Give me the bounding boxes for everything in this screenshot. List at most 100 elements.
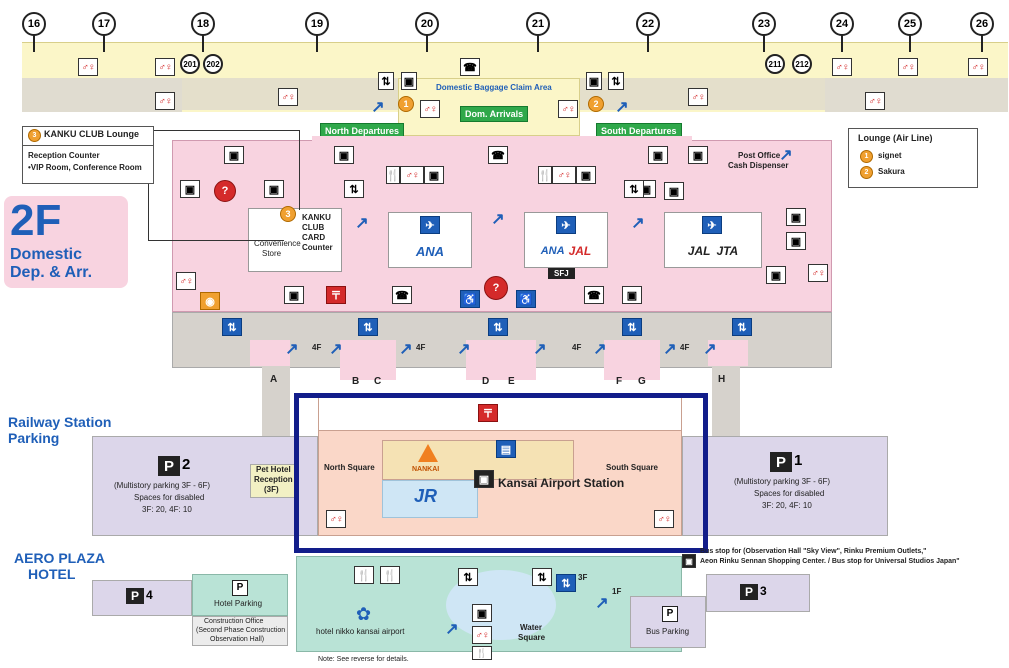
kanku-legend-badge: 3 (28, 129, 41, 142)
parking-2-line3: 3F: 20, 4F: 10 (142, 505, 192, 514)
escalator-icon: ↗ (329, 341, 343, 358)
escalator-icon: ↗ (285, 341, 299, 358)
bus-stop-label-1: Bus stop for (Observation Hall "Sky View… (700, 548, 927, 555)
south-square-label: South Square (606, 463, 659, 472)
kanku-card-label-4: Counter (302, 243, 333, 252)
hotel-parking-label: Hotel Parking (214, 599, 263, 608)
shop-icon: ▣ (284, 286, 304, 304)
post-office-label-2: Cash Dispenser (728, 161, 789, 170)
escalator-icon: ↗ (355, 215, 369, 232)
walkway-bridge-fg (604, 340, 660, 380)
floor-4f-label: 4F (680, 343, 690, 352)
floor-subtitle-line2: Dep. & Arr. (10, 264, 93, 281)
floor-4f-label: 4F (572, 343, 582, 352)
gate-26: 26 (970, 12, 994, 36)
escalator-icon: ↗ (457, 341, 471, 358)
parking-1-line3: 3F: 20, 4F: 10 (762, 501, 812, 510)
restroom-icon: ♂♀ (968, 58, 988, 76)
floor-subtitle-line1: Domestic (10, 246, 83, 263)
information-icon: ? (214, 180, 236, 202)
counter-icon: ✈ (556, 216, 576, 234)
railway-parking-title-1: Railway Station (8, 414, 112, 430)
walkway-bridge-h (708, 340, 748, 366)
construction-office (192, 616, 288, 646)
convenience-store-label-1: Convenience (254, 239, 301, 248)
gate-wing-right-tail (825, 78, 1008, 112)
walkway-stem-a (262, 366, 290, 436)
lounge-legend-item-1: signet (878, 151, 902, 160)
elevator-icon: ⇅ (458, 568, 478, 586)
floor-number: 2F (10, 196, 62, 245)
restroom-icon: ♂♀ (326, 510, 346, 528)
legend-leader-line (154, 130, 300, 131)
walkway-letter-b: B (352, 376, 360, 387)
post-office-label-1: Post Office (738, 151, 781, 160)
bus-parking-label: Bus Parking (646, 627, 690, 636)
shop-icon: ▣ (224, 146, 244, 164)
gate-16: 16 (22, 12, 46, 36)
kanku-lounge-marker: 3 (280, 206, 296, 222)
nursing-room-icon: ◉ (200, 292, 220, 310)
shop-icon: ▣ (180, 180, 200, 198)
kanku-club-legend (22, 126, 154, 184)
restroom-icon: ♂♀ (898, 58, 918, 76)
escalator-icon: ↗ (533, 341, 547, 358)
parking-2-number: 2 (182, 456, 191, 473)
ana-logo-2: ANA (540, 245, 565, 257)
escalator-icon: ↗ (595, 595, 609, 612)
escalator-icon: ↗ (779, 147, 793, 164)
shop-icon: ▣ (786, 208, 806, 226)
skymark-badge: SFJ (548, 268, 575, 279)
gate-20: 20 (415, 12, 439, 36)
gate-21: 21 (526, 12, 550, 36)
restroom-icon: ♂♀ (420, 100, 440, 118)
walkway-letter-e: E (508, 376, 515, 387)
floor-4f-label: 4F (416, 343, 426, 352)
counter-icon: ✈ (420, 216, 440, 234)
escalator-icon: ↗ (631, 215, 645, 232)
restroom-icon: ♂♀ (155, 58, 175, 76)
shop-icon: ▣ (424, 166, 444, 184)
spot-211: 211 (765, 54, 785, 74)
escalator-icon: ↗ (593, 341, 607, 358)
restroom-icon: ♂♀ (808, 264, 828, 282)
gate-25: 25 (898, 12, 922, 36)
walkway-bridge-de (466, 340, 536, 380)
bus-stop-label-2: Aeon Rinku Sennan Shopping Center. / Bus… (700, 558, 960, 565)
walkway-letter-a: A (270, 374, 278, 385)
gate-22: 22 (636, 12, 660, 36)
elevator-icon: ⇅ (532, 568, 552, 586)
walkway-letter-g: G (638, 376, 646, 387)
floor-4f-label: 4F (312, 343, 322, 352)
restroom-icon: ♂♀ (552, 166, 576, 184)
information-icon: ? (484, 276, 508, 300)
parking-3-area (706, 574, 810, 612)
accessible-restroom-icon: ♿ (460, 290, 480, 308)
kanku-card-label-1: KANKU (302, 213, 331, 222)
escalator-icon: ↗ (663, 341, 677, 358)
walkway-bridge-bc (340, 340, 396, 380)
spot-201: 201 (180, 54, 200, 74)
water-square-label-1: Water (520, 623, 542, 632)
gate-19: 19 (305, 12, 329, 36)
water-square-label-2: Square (518, 633, 546, 642)
nankai-logo: NANKAI (412, 466, 440, 473)
parking-3-number: 3 (760, 584, 767, 598)
parking-1-line1: (Multistory parking 3F - 6F) (734, 477, 831, 486)
walkway-bridge-a (250, 340, 290, 366)
parking-1-number: 1 (794, 452, 803, 469)
elevator-icon: ⇅ (358, 318, 378, 336)
parking-2-line2: Spaces for disabled (134, 493, 205, 502)
walkway-letter-f: F (616, 376, 623, 387)
elevator-icon: ⇅ (378, 72, 394, 90)
restroom-icon: ♂♀ (865, 92, 885, 110)
spot-212: 212 (792, 54, 812, 74)
kanku-legend-line1: Reception Counter (28, 151, 100, 160)
hotel-parking-icon: P (232, 580, 248, 596)
restroom-icon: ♂♀ (400, 166, 424, 184)
escalator-icon: ↗ (371, 99, 385, 116)
elevator-icon: ⇅ (488, 318, 508, 336)
kanku-legend-title: KANKU CLUB Lounge (44, 129, 139, 139)
pet-hotel-label-3: (3F) (264, 485, 279, 494)
phone-icon: ☎ (488, 146, 508, 164)
